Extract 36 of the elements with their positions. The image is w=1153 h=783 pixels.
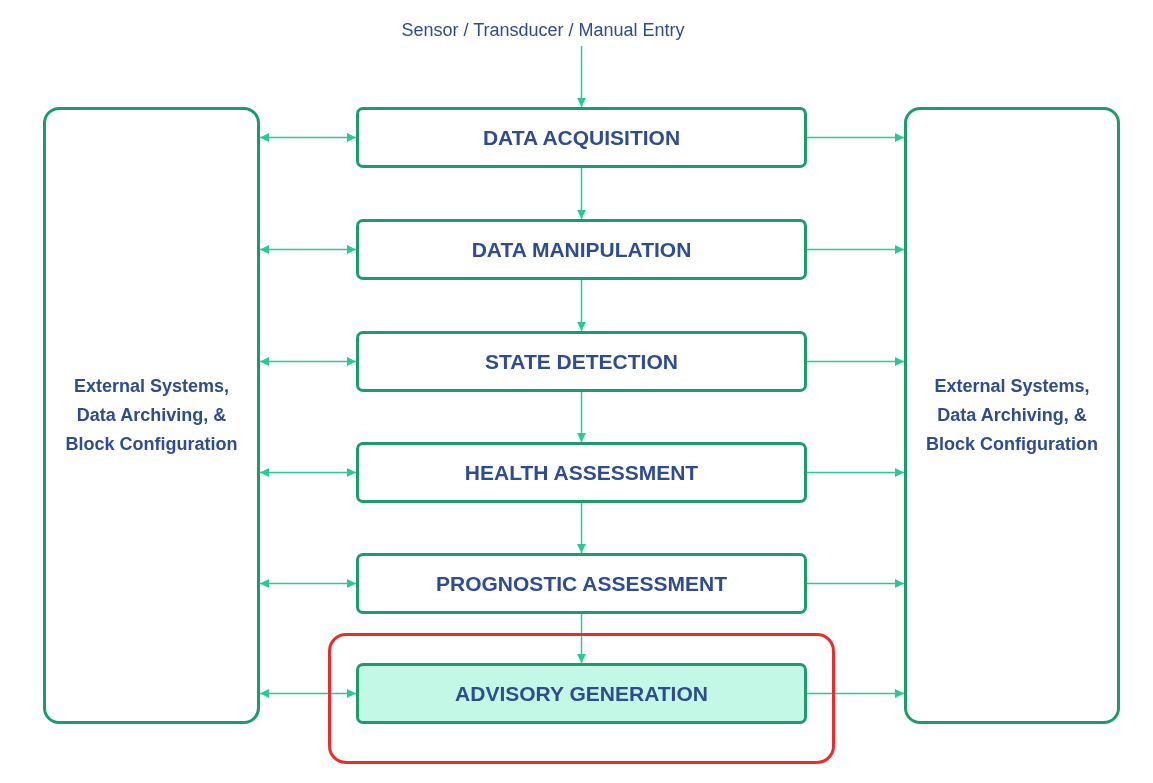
arrow [577,613,586,664]
box-label: DATA ACQUISITION [482,125,681,150]
arrow [259,357,357,366]
arrow [259,689,357,698]
arrow [577,45,586,108]
highlight-frame [328,633,835,764]
arrow [259,133,357,142]
process-box [356,553,807,614]
box-label: DATA MANIPULATION [471,237,692,262]
arrow [577,279,586,332]
arrow [577,167,586,220]
arrow [259,468,357,477]
arrow [577,502,586,554]
arrow [806,133,905,142]
box-label: ADVISORY GENERATION [455,681,708,706]
process-box [356,107,807,168]
box-label: HEALTH ASSESSMENT [464,460,699,485]
process-box [356,442,807,503]
arrow [259,579,357,588]
process-box [356,219,807,280]
box-label: STATE DETECTION [485,349,678,374]
arrow [806,579,905,588]
arrow [806,689,905,698]
system-box [904,107,1120,724]
source-label: Sensor / Transducer / Manual Entry [401,19,685,41]
arrow [806,468,905,477]
box-label: PROGNOSTIC ASSESSMENT [436,571,727,596]
arrow [577,391,586,443]
process-box [356,663,807,724]
box-label: External Systems, Data Archiving, & Block Configuration [64,375,239,456]
system-box [43,107,260,724]
arrow [259,245,357,254]
box-label: External Systems, Data Archiving, & Block Configuration [925,375,1099,456]
arrow [806,245,905,254]
arrow [806,357,905,366]
process-box [356,331,807,392]
